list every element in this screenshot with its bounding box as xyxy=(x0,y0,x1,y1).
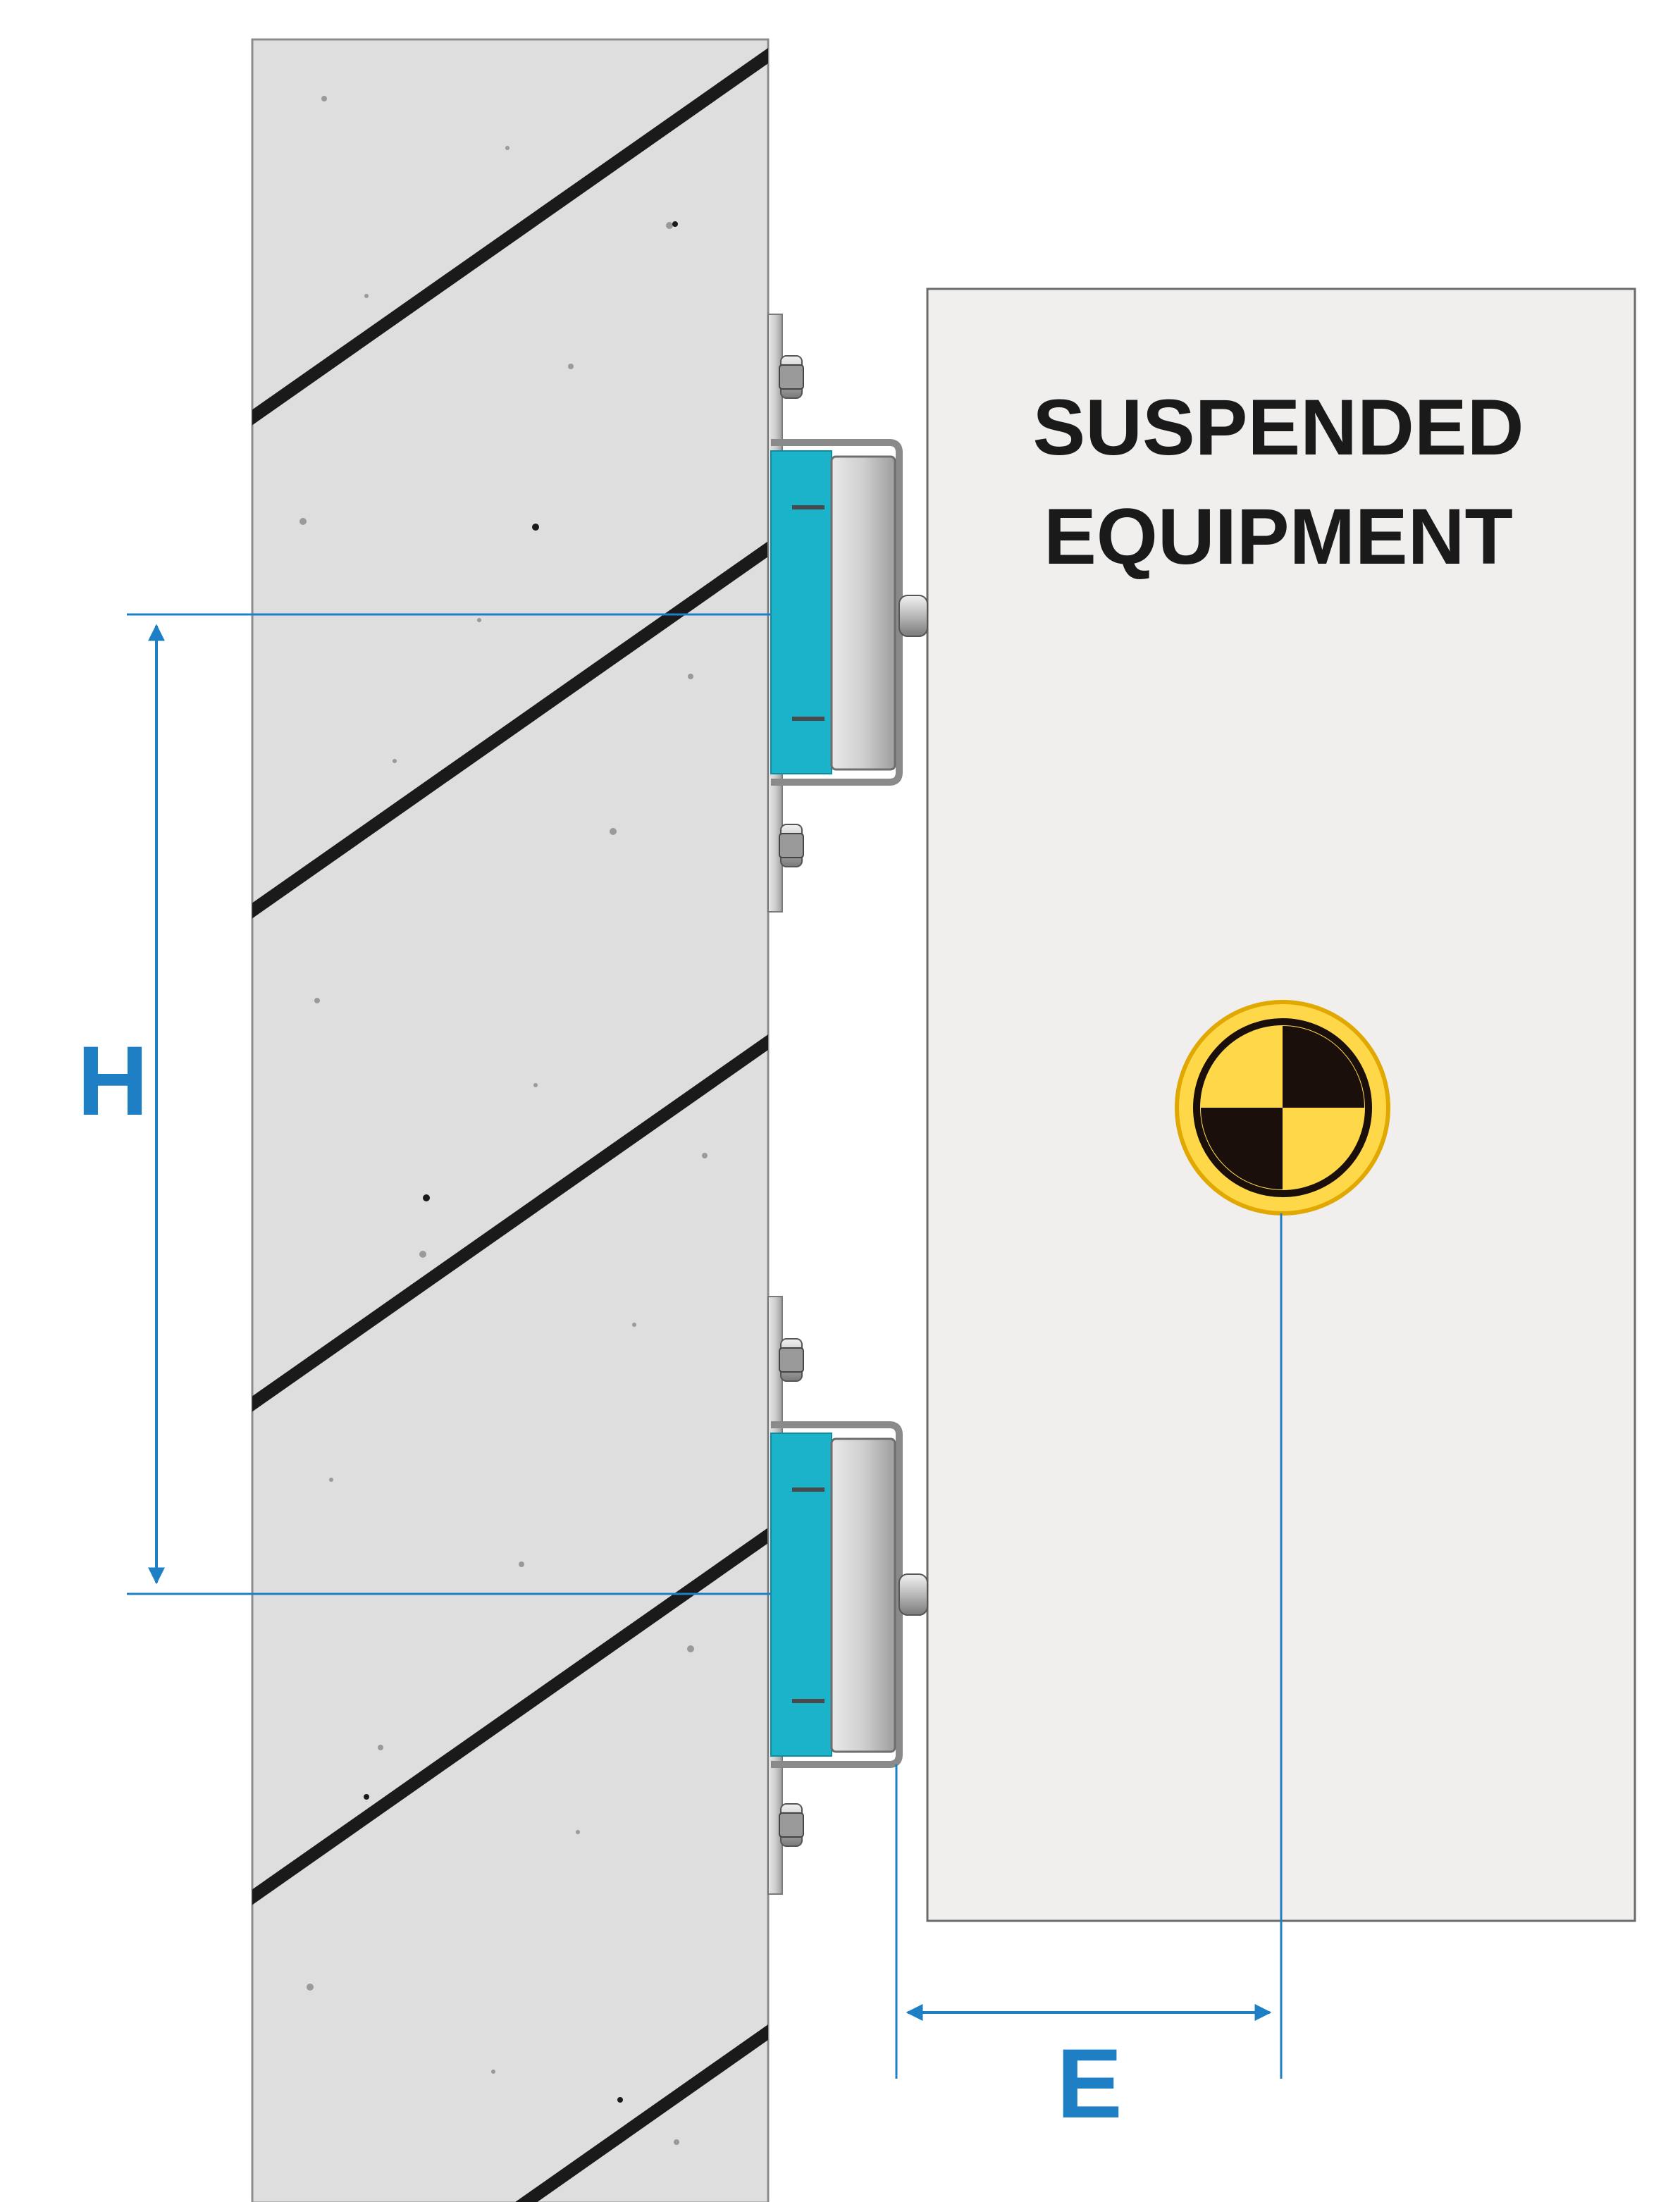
lower-mount xyxy=(767,1296,928,1895)
eccentricity-dimension: E xyxy=(895,1213,1283,2139)
height-dimension-label: H xyxy=(77,1025,148,1136)
lower-stud xyxy=(898,1573,928,1616)
equipment-label-line1: SUSPENDED xyxy=(1032,383,1524,471)
upper-bottom-bolt xyxy=(779,824,804,867)
lower-bottom-bolt xyxy=(779,1803,804,1847)
upper-stud xyxy=(898,595,928,637)
lower-top-bolt xyxy=(779,1338,804,1382)
height-dimension: H xyxy=(77,613,771,1595)
center-of-gravity-icon xyxy=(1175,1000,1390,1216)
lower-steel-insert xyxy=(830,1437,896,1753)
concrete-speckles xyxy=(299,96,708,2145)
concrete-pores xyxy=(364,221,678,2103)
lower-elastomer-pad xyxy=(770,1433,832,1757)
eccentricity-dimension-label: E xyxy=(1056,2028,1122,2139)
upper-mount xyxy=(767,314,928,913)
concrete-wall xyxy=(251,38,770,2202)
upper-elastomer-pad xyxy=(770,450,832,774)
equipment-label-line2: EQUIPMENT xyxy=(1044,493,1513,581)
upper-top-bolt xyxy=(779,355,804,399)
upper-steel-insert xyxy=(830,455,896,771)
wall-hatching xyxy=(252,48,768,2202)
